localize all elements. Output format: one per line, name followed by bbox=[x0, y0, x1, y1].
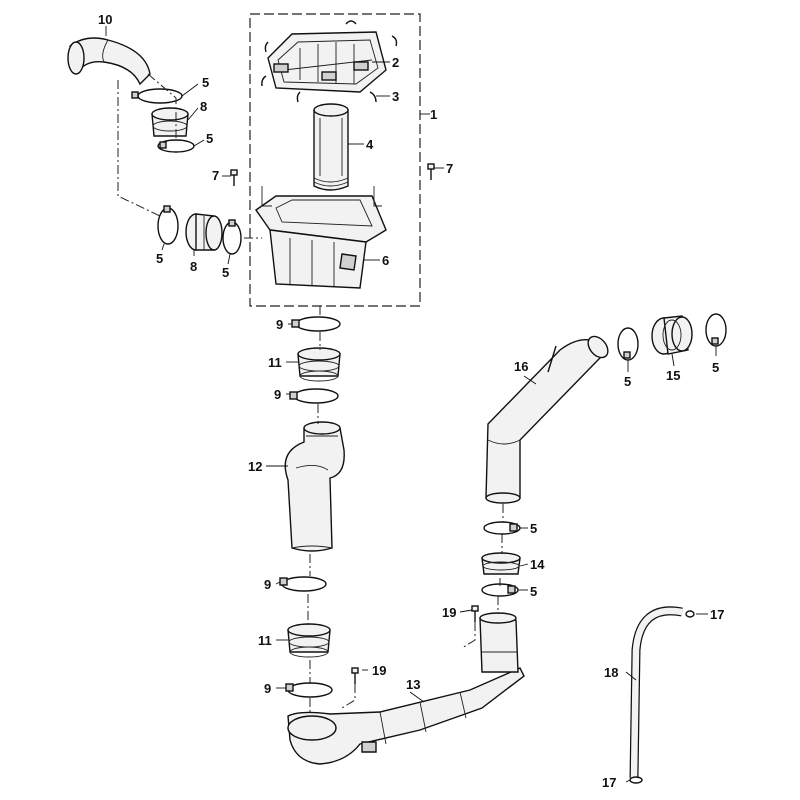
leader-lines bbox=[105, 26, 717, 783]
inlet-centerline bbox=[117, 80, 262, 239]
side-coupler bbox=[185, 213, 223, 251]
elbow-duct-12 bbox=[284, 421, 345, 552]
callout-18: 18 bbox=[604, 665, 618, 680]
callout-19-b: 19 bbox=[372, 663, 386, 678]
callout-14: 14 bbox=[530, 557, 545, 572]
callout-4: 4 bbox=[366, 137, 374, 152]
callout-2: 2 bbox=[392, 55, 399, 70]
callout-11-b: 11 bbox=[258, 633, 272, 648]
screw-right bbox=[427, 163, 435, 180]
coupler-15 bbox=[651, 315, 693, 355]
clamp-9-b bbox=[289, 388, 339, 404]
callout-9-b: 9 bbox=[274, 387, 281, 402]
callout-12: 12 bbox=[248, 459, 262, 474]
right-column-centerline bbox=[497, 504, 504, 614]
callout-19-a: 19 bbox=[442, 605, 456, 620]
callout-9-d: 9 bbox=[264, 681, 271, 696]
drain-hose-18 bbox=[629, 606, 683, 779]
callout-17-b: 17 bbox=[602, 775, 616, 790]
upper-duct-16 bbox=[485, 335, 609, 504]
callout-11-a: 11 bbox=[268, 355, 282, 370]
screw-19-centerlines bbox=[341, 622, 476, 709]
air-filter-lid bbox=[267, 31, 387, 93]
callout-5-c: 5 bbox=[156, 251, 163, 266]
callout-5-e: 5 bbox=[624, 374, 631, 389]
screw-19-a bbox=[471, 605, 479, 622]
screw-left bbox=[230, 169, 238, 186]
assembly-boundary-box bbox=[249, 13, 421, 307]
bottom-duct-13 bbox=[287, 612, 525, 765]
left-column-centerline bbox=[307, 306, 321, 716]
callout-8-b: 8 bbox=[190, 259, 197, 274]
coupler-14 bbox=[481, 552, 521, 575]
lid-clips bbox=[261, 20, 398, 103]
clamp-9-c bbox=[279, 576, 327, 592]
clamp-5-right-b bbox=[705, 313, 727, 347]
callout-7-left: 7 bbox=[212, 168, 219, 183]
callout-17-a: 17 bbox=[710, 607, 724, 622]
callout-5-f: 5 bbox=[712, 360, 719, 375]
inlet-clamp-lower bbox=[157, 139, 195, 153]
inlet-clamp-upper bbox=[131, 88, 183, 104]
callout-6: 6 bbox=[382, 253, 389, 268]
callout-5-b: 5 bbox=[206, 131, 213, 146]
side-clamp-left bbox=[157, 205, 179, 245]
callout-5-h: 5 bbox=[530, 584, 537, 599]
callout-16: 16 bbox=[514, 359, 528, 374]
coupler-11-a bbox=[297, 347, 341, 382]
inlet-coupler-upper bbox=[151, 107, 189, 137]
callout-7-right: 7 bbox=[446, 161, 453, 176]
callout-8-a: 8 bbox=[200, 99, 207, 114]
clamp-9-d bbox=[285, 682, 333, 698]
callout-5-d: 5 bbox=[222, 265, 229, 280]
callout-labels: 1 2 3 4 6 7 7 10 5 8 5 5 8 5 9 11 9 12 9… bbox=[98, 12, 724, 790]
clamp-5-right-a bbox=[617, 327, 639, 361]
callout-3: 3 bbox=[392, 89, 399, 104]
air-filter-assembly-group bbox=[230, 13, 435, 307]
callout-13: 13 bbox=[406, 677, 420, 692]
air-box-base bbox=[255, 186, 387, 289]
upper-centerline bbox=[147, 73, 177, 140]
callout-1: 1 bbox=[430, 107, 437, 122]
callout-10: 10 bbox=[98, 12, 112, 27]
callout-9-a: 9 bbox=[276, 317, 283, 332]
callout-9-c: 9 bbox=[264, 577, 271, 592]
callout-15: 15 bbox=[666, 368, 680, 383]
screw-19-b bbox=[351, 667, 359, 684]
inlet-duct bbox=[67, 37, 151, 86]
callout-5-g: 5 bbox=[530, 521, 537, 536]
coupler-11-b bbox=[287, 623, 331, 658]
side-clamp-right bbox=[222, 219, 242, 255]
air-filter-element bbox=[313, 103, 349, 191]
clamp-5-mid-a bbox=[483, 521, 521, 535]
clamp-9-a bbox=[291, 316, 341, 332]
callout-5-a: 5 bbox=[202, 75, 209, 90]
hose-clip-17-top bbox=[685, 610, 695, 618]
